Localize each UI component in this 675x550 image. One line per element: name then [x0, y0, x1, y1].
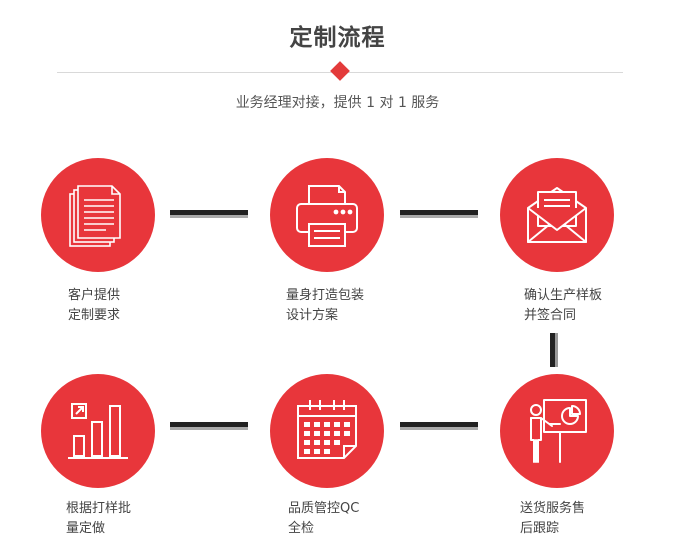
connector-6-5 — [170, 422, 248, 430]
calendar-icon — [297, 400, 357, 459]
connector-1-2 — [170, 210, 248, 218]
connector-2-3 — [400, 210, 478, 218]
step-circle-4 — [500, 374, 614, 488]
step-circle-6 — [41, 374, 155, 488]
page-title: 定制流程 — [289, 25, 386, 51]
step-label-1: 客户提供 定制要求 — [68, 288, 121, 323]
step-label-6: 根据打样批 量定做 — [66, 501, 132, 536]
connector-5-4 — [400, 422, 478, 430]
step-label-5: 品质管控QC 全检 — [288, 501, 360, 536]
divider-diamond — [330, 61, 350, 81]
step-circle-3 — [500, 158, 614, 272]
step-circle-1 — [41, 158, 155, 272]
bar-chart-icon — [68, 403, 128, 459]
step-circle-5 — [270, 374, 384, 488]
step-label-4: 送货服务售 后跟踪 — [520, 501, 586, 536]
presentation-icon — [530, 399, 587, 463]
step-circle-2 — [270, 158, 384, 272]
page-subtitle: 业务经理对接，提供 1 对 1 服务 — [235, 95, 440, 111]
documents-icon — [69, 185, 121, 247]
step-label-3: 确认生产样板 并签合同 — [524, 288, 603, 323]
step-label-2: 量身打造包装 设计方案 — [286, 288, 365, 323]
connector-3-4 — [550, 333, 558, 367]
envelope-icon — [527, 187, 587, 243]
printer-icon — [296, 185, 358, 247]
